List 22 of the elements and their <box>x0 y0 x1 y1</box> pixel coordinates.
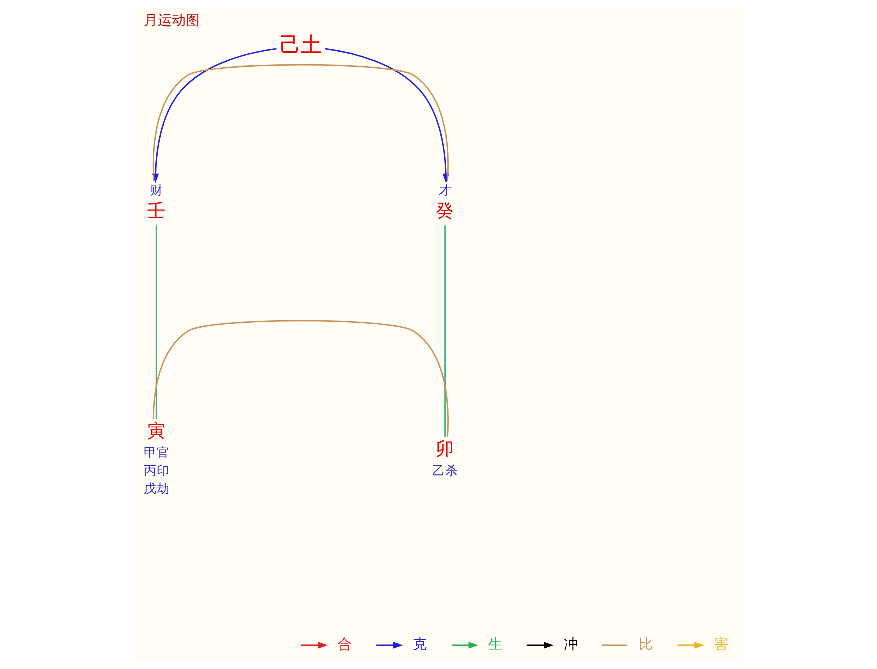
legend-label: 合 <box>337 636 352 653</box>
connector <box>444 226 446 438</box>
node-text: 卯 <box>436 438 454 460</box>
connector <box>155 226 157 419</box>
node-label: 乙杀 <box>432 462 458 478</box>
node-text: 寅 <box>147 420 166 442</box>
legend-label: 害 <box>714 636 728 653</box>
legend-label: 生 <box>488 636 502 653</box>
node-label: 才 <box>438 182 452 198</box>
diagram-title: 月运动图 <box>143 12 200 29</box>
legend-label: 冲 <box>563 636 578 653</box>
node-label: 甲官 <box>144 444 170 460</box>
node-text: 壬 <box>147 201 166 222</box>
node-text: 癸 <box>436 201 454 222</box>
node-label: 丙印 <box>144 462 170 478</box>
connector <box>152 320 448 438</box>
node-text: 己土 <box>280 32 322 57</box>
node-label: 戊劫 <box>144 481 170 496</box>
connector <box>152 64 448 182</box>
legend-label: 比 <box>638 636 653 653</box>
node-label: 财 <box>150 182 163 198</box>
legend-label: 克 <box>412 636 427 653</box>
